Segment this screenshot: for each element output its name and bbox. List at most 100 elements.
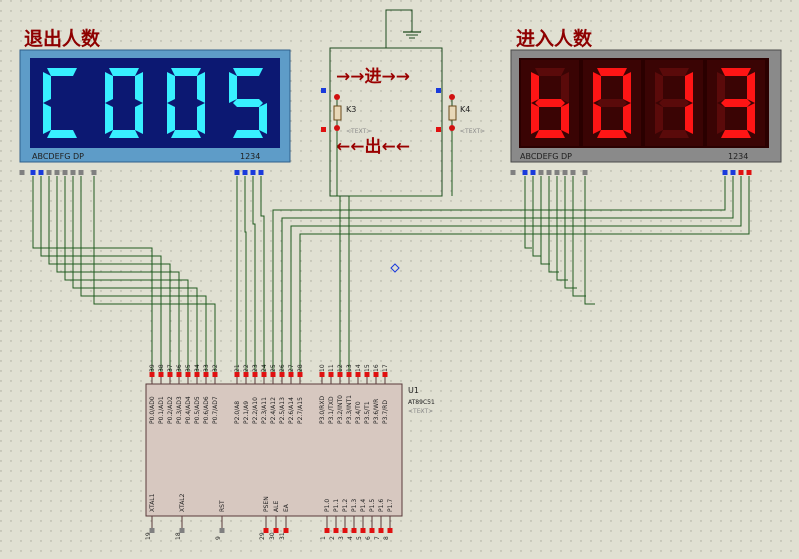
display-pin [746,170,752,175]
segment-e [43,103,51,134]
segment-c [135,103,143,134]
segment-c [259,103,267,134]
digit-2 [583,60,641,146]
segment-f [531,72,539,103]
pin-name: ALE [273,501,280,512]
digit-3 [167,68,205,138]
pin-number: 9 [215,536,222,540]
pin-number: 10 [319,364,326,372]
pin-name: P3.6/WR [373,399,380,424]
pin-number: 4 [347,536,354,540]
segment-d [659,130,689,138]
chip-pin-3: 3P1.2 [338,499,349,540]
pin-number: 19 [145,532,152,540]
segment-g [233,99,263,107]
chip-pin-2: 2P1.1 [329,499,340,540]
display-pin [242,170,248,175]
segment-e [593,103,601,134]
pin-name: P1.5 [369,499,376,512]
segment-b [561,72,569,103]
display-pin [30,170,36,175]
k4-text-placeholder: <TEXT> [460,128,485,135]
display-pin [46,170,52,175]
segment-b [685,72,693,103]
chip-pin-7: 7P1.6 [374,499,385,540]
exit-count-display[interactable]: ABCDEFG DP 1234 [19,49,291,175]
pin-number: 22 [243,364,250,372]
digit-4 [707,60,765,146]
segment-a [721,68,751,76]
pin-number: 6 [365,536,372,540]
sensor-box: →→进→→ ←←出←← K3 <TEXT> K4 <TEXT> [321,9,485,197]
chip-pin-30: 30 ALE [269,501,280,540]
segment-a [171,68,201,76]
wire [56,176,180,374]
switch-k3[interactable]: K3 <TEXT> [321,88,371,135]
segment-g [721,99,751,107]
pin-name: P2.1/A9 [243,401,250,424]
wire [72,176,198,374]
enter-count-display[interactable]: ABCDEFG DP 1234 [510,49,782,175]
pin-number: 2 [329,536,336,540]
wire [272,176,726,374]
switch-k4[interactable]: K4 <TEXT> [436,88,485,135]
wire [348,195,442,374]
pin-name: P1.0 [324,499,331,512]
pin-number: 16 [373,364,380,372]
pin-name: P0.2/AD2 [167,396,174,424]
pin-number: 30 [269,532,276,540]
pin-number: 36 [176,364,183,372]
pin-number: 24 [261,364,268,372]
wire [93,176,216,374]
display-pin [722,170,728,175]
pin-name: P0.0/AD0 [149,396,156,424]
segment-c [747,103,755,134]
pin-number: 38 [158,364,165,372]
pin-name: P2.3/A11 [261,397,268,424]
segment-a [47,68,77,76]
segment-b [623,72,631,103]
exit-arrow-label: ←←出←← [336,136,410,157]
chip-text-placeholder: <TEXT> [408,408,433,415]
pin-number: 23 [252,364,259,372]
pin-name: P2.2/A10 [252,397,259,424]
display-pin [19,170,25,175]
pin-number: 39 [149,364,156,372]
chip-part: AT89C51 [408,399,435,406]
exit-display-title: 退出人数 [24,27,101,50]
display-pin [530,170,536,175]
segment-a [109,68,139,76]
segment-d [171,130,201,138]
wire [299,176,750,374]
pin-name: P2.4/A12 [270,397,277,424]
segment-d [721,130,751,138]
wire [290,176,742,374]
enter-display-title: 进入人数 [516,27,593,50]
segment-e [717,103,725,134]
wire [540,176,550,265]
pin-number: 31 [279,532,286,540]
pin-number: 11 [328,364,335,372]
enter-display-pin-label-right: 1234 [728,152,748,161]
wire [524,176,532,249]
chip-u1[interactable]: U1 AT89C51 <TEXT> 39P0.0/AD038P0.1/AD137… [145,364,435,540]
chip-pin-4: 4P1.3 [347,499,358,540]
pin-name: P1.4 [360,499,367,512]
wire [48,176,171,374]
pin-name: PSEN [263,496,270,512]
exit-display-pins [19,170,264,175]
pin-name: P3.2/INT0 [337,395,344,424]
segment-f [43,72,51,103]
